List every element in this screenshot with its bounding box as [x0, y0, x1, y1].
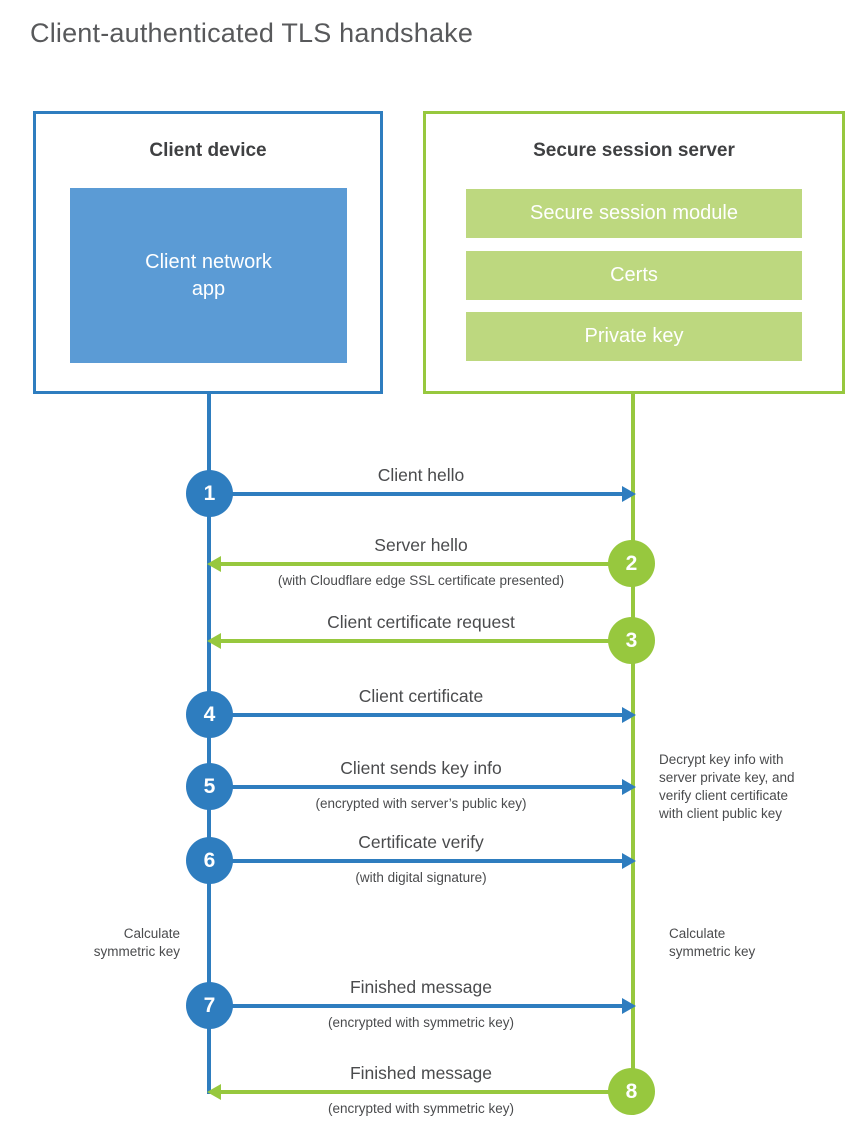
- private-key-bar: Private key: [466, 312, 802, 361]
- secure-session-server-title: Secure session server: [533, 140, 735, 161]
- step-1-arrow-right-icon: [230, 486, 636, 502]
- step-3-label: Client certificate request: [327, 612, 515, 632]
- step-2-arrow-left-icon: [207, 556, 612, 572]
- note-calculate-symmetric-key-server: Calculate symmetric key: [669, 926, 756, 959]
- note-calculate-symmetric-key-client: Calculate symmetric key: [93, 926, 180, 959]
- step-8-circle: 8: [608, 1068, 655, 1115]
- client-network-app-box: Client network app: [70, 188, 347, 363]
- step-7-label: Finished message: [349, 977, 493, 997]
- step-5-circle: 5: [186, 763, 233, 810]
- step-3-circle: 3: [608, 617, 655, 664]
- step-6-label: Certificate verify: [358, 832, 484, 852]
- client-lifeline: [207, 393, 211, 1094]
- server-lifeline: [631, 393, 635, 1092]
- step-1-circle: 1: [186, 470, 233, 517]
- step-6-sublabel: (with digital signature): [355, 870, 487, 885]
- step-3-arrow-left-icon: [207, 633, 612, 649]
- step-4-arrow-right-icon: [230, 707, 636, 723]
- note-decrypt-key-info: Decrypt key info with server private key…: [659, 752, 795, 821]
- step-2-sublabel: (with Cloudflare edge SSL certificate pr…: [277, 573, 565, 588]
- step-8-arrow-left-icon: [207, 1084, 612, 1100]
- step-2-circle: 2: [608, 540, 655, 587]
- step-2-label: Server hello: [374, 535, 468, 555]
- step-7-arrow-right-icon: [230, 998, 636, 1014]
- page-title: Client-authenticated TLS handshake: [30, 18, 474, 48]
- step-8-sublabel: (encrypted with symmetric key): [327, 1101, 515, 1116]
- client-device-title: Client device: [149, 140, 267, 161]
- step-7-sublabel: (encrypted with symmetric key): [327, 1015, 515, 1030]
- step-6-arrow-right-icon: [230, 853, 636, 869]
- step-5-arrow-right-icon: [230, 779, 636, 795]
- step-6-circle: 6: [186, 837, 233, 884]
- step-5-label: Client sends key info: [340, 758, 502, 778]
- step-5-sublabel: (encrypted with server’s public key): [315, 796, 527, 811]
- step-7-circle: 7: [186, 982, 233, 1029]
- secure-session-module-bar: Secure session module: [466, 189, 802, 238]
- step-1-label: Client hello: [377, 465, 465, 485]
- step-4-circle: 4: [186, 691, 233, 738]
- step-4-label: Client certificate: [358, 686, 484, 706]
- certs-bar: Certs: [466, 251, 802, 300]
- step-8-label: Finished message: [349, 1063, 493, 1083]
